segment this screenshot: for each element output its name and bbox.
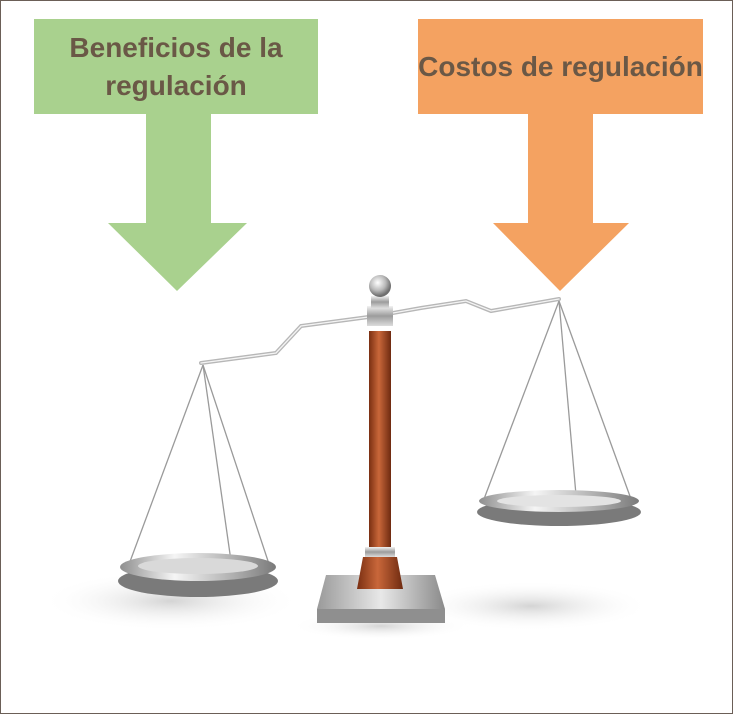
balance-scale-icon <box>41 275 651 640</box>
benefits-label: Beneficios de la regulación <box>34 19 318 114</box>
costs-arrow <box>493 113 629 291</box>
benefits-label-text: Beneficios de la regulación <box>69 31 283 101</box>
benefits-arrow <box>108 113 247 291</box>
costs-label: Costos de regulación <box>418 19 703 114</box>
costs-label-text: Costos de regulación <box>418 50 703 82</box>
